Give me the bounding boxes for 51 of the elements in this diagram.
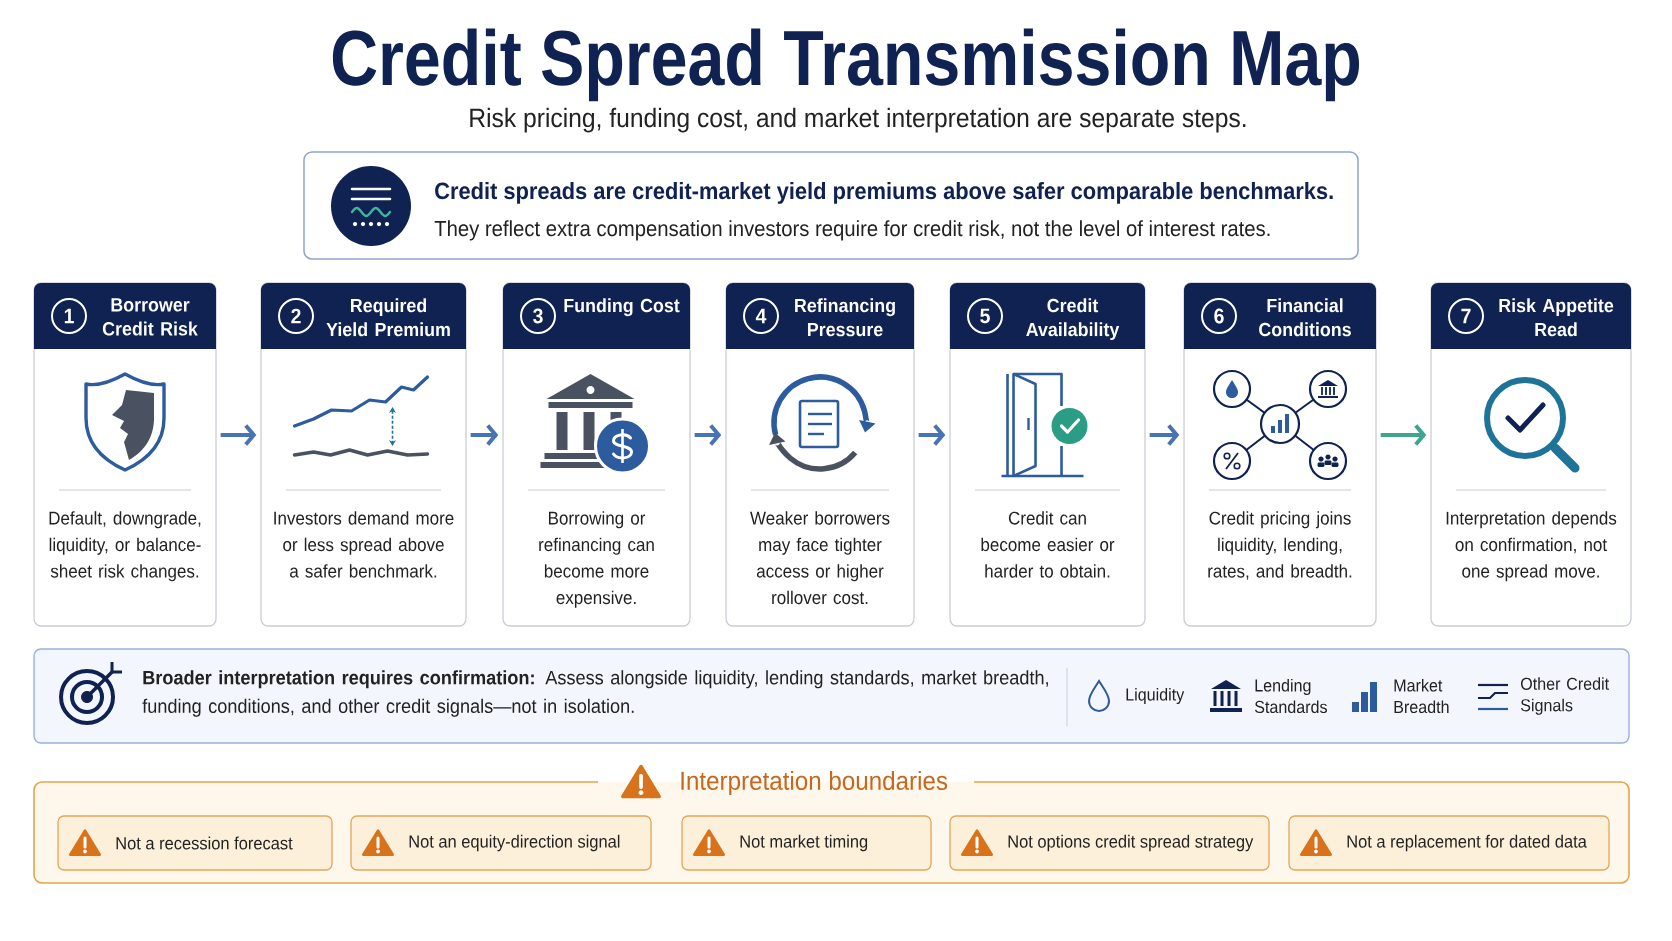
step-card (1183, 282, 1377, 627)
card-title: Required Yield Premium (326, 298, 450, 337)
step-card (1430, 282, 1632, 627)
definition-heading: Credit spreads are credit-market yield premiums above safer comparable benchmarks. (435, 182, 1333, 204)
arrow (1149, 424, 1180, 446)
number-badge: 1 (51, 298, 87, 334)
arrow (1380, 424, 1427, 446)
boundary-tag: Not market timing (681, 815, 932, 871)
step-card (260, 282, 467, 627)
card-title: Credit Availability (1026, 298, 1120, 341)
panel-heading: Interpretation boundaries (681, 770, 948, 796)
signal-label: Liquidity (1126, 687, 1185, 705)
step-card (502, 282, 691, 627)
arrow (470, 424, 499, 446)
number-badge: 6 (1201, 298, 1237, 334)
card-title: Financial Conditions (1259, 298, 1351, 337)
boundary-tag: Not a recession forecast (57, 815, 333, 871)
panel-text: Broader interpretation requires confirmation: Assess alongside liquidity, lending standards, market breadth, funding conditions, and other credit signals—not in isolation. (142, 670, 1048, 717)
boundary-tag: Not an equity-direction signal (350, 815, 652, 871)
step-description: Credit can become easier or harder to obtain. (981, 511, 1115, 578)
arrow (694, 424, 722, 446)
boundary-tag: Not a replacement for dated data (1288, 815, 1610, 871)
number-badge: 3 (520, 298, 556, 334)
step-description: Credit pricing joins liquidity, lending, rates, and breadth. (1208, 511, 1352, 580)
step-card (33, 282, 217, 627)
arrow (220, 424, 257, 446)
card-title: Funding Cost (564, 298, 680, 317)
step-description: Weaker borrowers may face tighter access or higher rollover cost. (750, 511, 890, 605)
boundary-tag: Not options credit spread strategy (949, 815, 1270, 871)
card-title: Refinancing Pressure (795, 298, 895, 337)
number-badge: 4 (743, 298, 779, 334)
number-badge: 7 (1448, 298, 1484, 334)
signal-label: Lending Standards (1254, 678, 1327, 714)
card-title: Risk Appetite Read (1499, 298, 1614, 337)
card-title: Borrower Credit Risk (102, 298, 198, 336)
number-badge: 2 (278, 298, 314, 334)
step-description: Interpretation depends on confirmation, not one spread move. (1446, 511, 1617, 582)
number-badge: 5 (967, 298, 1003, 334)
step-description: Default, downgrade, liquidity, or balance-sheet risk changes. (49, 511, 201, 582)
signal-label: Market Breadth (1394, 678, 1449, 714)
step-description: Borrowing or refinancing can become more expensive. (539, 511, 654, 608)
info-panel (33, 648, 1630, 744)
definition-text: They reflect extra compensation investors require for credit risk, not the level of interest rates. (434, 220, 1270, 241)
definition-box (303, 151, 1359, 260)
step-description: Investors demand more or less spread above a safer benchmark. (274, 511, 454, 578)
step-card (949, 282, 1146, 627)
signal-label: Other Credit Signals (1520, 677, 1609, 715)
title: Credit Spread Transmission Map (332, 28, 1360, 102)
boundary-panel (33, 764, 1630, 884)
step-card (725, 282, 915, 627)
arrow (918, 424, 946, 446)
